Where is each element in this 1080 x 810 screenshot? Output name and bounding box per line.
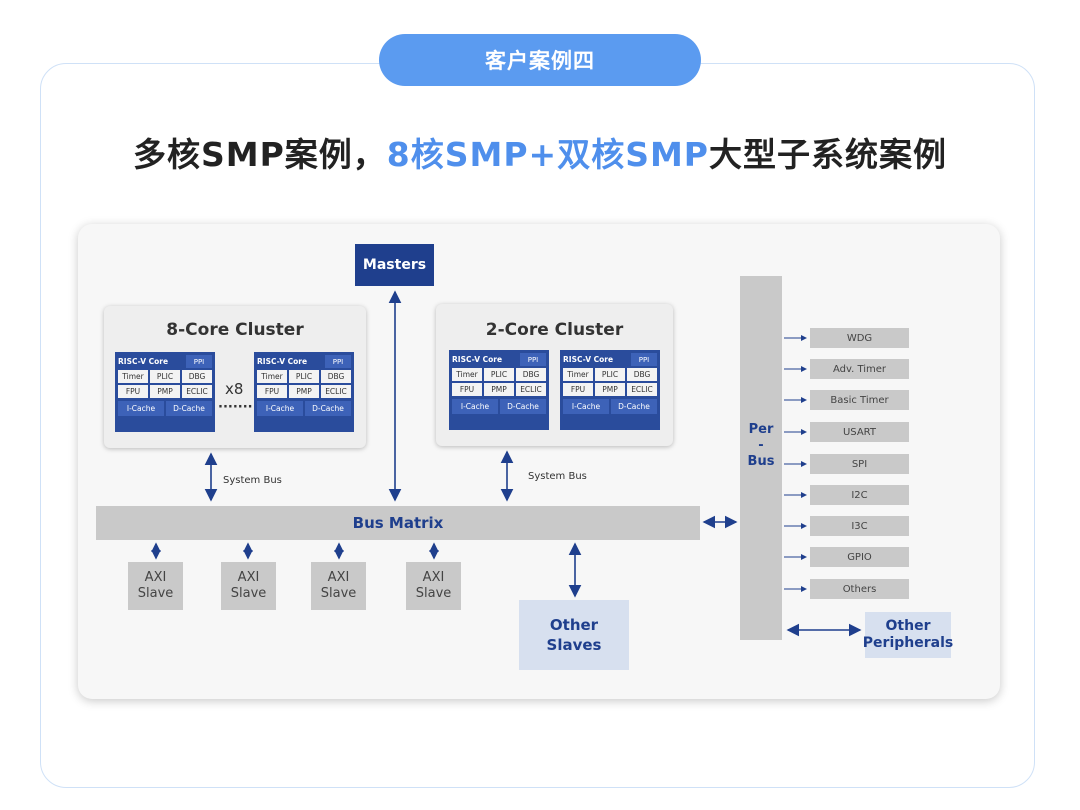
axi-slave-line1: AXI [327,570,350,585]
other-slaves-line2: Slaves [546,636,602,654]
other-slaves-line1: Other [549,616,599,634]
page-title: 多核SMP案例，8核SMP+双核SMP大型子系统案例 [0,128,1080,176]
per-bus-label: Per - Bus [740,422,782,470]
peripheral-box: Basic Timer [810,390,909,410]
icache-unit: I-Cache [452,399,498,414]
peripheral-box: Adv. Timer [810,359,909,379]
eclic-unit: ECLIC [321,385,351,398]
ppi-unit: PPI [325,355,351,368]
peripheral-box: I3C [810,516,909,536]
icache-unit: I-Cache [563,399,609,414]
core-multiplier: x8 [225,380,244,398]
fpu-unit: FPU [452,383,482,396]
peripheral-box: GPIO [810,547,909,567]
peripheral-box: USART [810,422,909,442]
system-bus-label: System Bus [528,471,587,482]
plic-unit: PLIC [484,368,514,381]
eclic-unit: ECLIC [627,383,657,396]
cluster-8core-title: 8-Core Cluster [166,320,304,340]
ellipsis-dots: ······· [218,400,253,415]
axi-slave-line2: Slave [137,586,174,601]
pmp-unit: PMP [289,385,319,398]
core-name: RISC-V Core [257,355,323,368]
system-bus-label: System Bus [223,475,282,486]
icache-unit: I-Cache [118,401,164,416]
pmp-unit: PMP [484,383,514,396]
axi-slave-line1: AXI [422,570,445,585]
fpu-unit: FPU [118,385,148,398]
timer-unit: Timer [452,368,482,381]
fpu-unit: FPU [257,385,287,398]
axi-slave-line2: Slave [320,586,357,601]
ppi-unit: PPI [186,355,212,368]
fpu-unit: FPU [563,383,593,396]
peripheral-box: WDG [810,328,909,348]
timer-unit: Timer [563,368,593,381]
core-name: RISC-V Core [452,353,518,366]
core-name: RISC-V Core [118,355,184,368]
peripheral-box: SPI [810,454,909,474]
cluster-2core-title: 2-Core Cluster [485,320,624,340]
eclic-unit: ECLIC [182,385,212,398]
ppi-unit: PPI [631,353,657,366]
dbg-unit: DBG [627,368,657,381]
timer-unit: Timer [257,370,287,383]
per-bus-line3: Bus [747,454,775,469]
dbg-unit: DBG [516,368,546,381]
other-peripherals-line2: Peripherals [862,635,954,651]
dbg-unit: DBG [182,370,212,383]
axi-slave-line2: Slave [230,586,267,601]
title-part1: 多核SMP案例， [133,135,387,174]
plic-unit: PLIC [289,370,319,383]
axi-slave-line2: Slave [415,586,452,601]
icache-unit: I-Cache [257,401,303,416]
dbg-unit: DBG [321,370,351,383]
axi-slave-line1: AXI [237,570,260,585]
dcache-unit: D-Cache [500,399,546,414]
peripheral-box: I2C [810,485,909,505]
connector-arrows [151,290,862,637]
case-label-pill: 客户案例四 [379,34,701,86]
masters-box: Masters [355,244,434,286]
plic-unit: PLIC [150,370,180,383]
ppi-unit: PPI [520,353,546,366]
pmp-unit: PMP [150,385,180,398]
dcache-unit: D-Cache [611,399,657,414]
per-bus-line2: - [758,438,764,453]
per-bus: Per - Bus [740,276,782,640]
dcache-unit: D-Cache [305,401,351,416]
title-part2: 大型子系统案例 [709,135,947,174]
peripheral-box: Others [810,579,909,599]
axi-slave-line1: AXI [144,570,167,585]
title-highlight: 8核SMP+双核SMP [386,135,709,174]
core-name: RISC-V Core [563,353,629,366]
plic-unit: PLIC [595,368,625,381]
bus-matrix: Bus Matrix [96,506,700,540]
pmp-unit: PMP [595,383,625,396]
eclic-unit: ECLIC [516,383,546,396]
other-peripherals-line1: Other [885,618,931,634]
per-bus-line1: Per [748,422,774,437]
dcache-unit: D-Cache [166,401,212,416]
timer-unit: Timer [118,370,148,383]
